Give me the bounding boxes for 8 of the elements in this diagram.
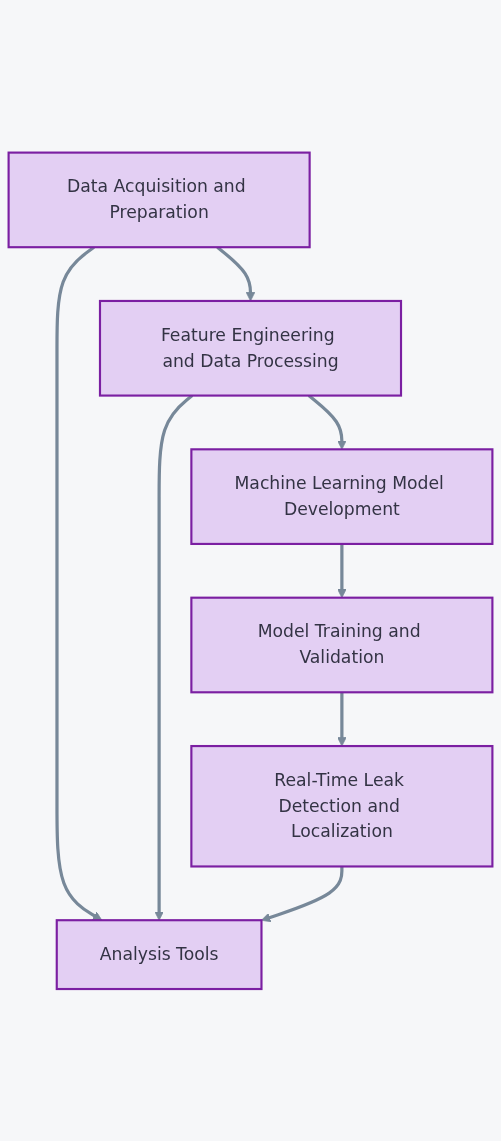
node-box: Model Training and Validation [190,596,494,694]
node-box: Feature Engineering and Data Processing [98,299,403,397]
arrow [261,866,344,922]
arrow [337,543,347,598]
node-box: Analysis Tools [55,918,263,990]
node-box: Machine Learning Model Development [190,447,494,545]
node-box: Real-Time Leak Detection and Localization [190,744,494,868]
node-box: Data Acquisition and Preparation [7,151,311,248]
